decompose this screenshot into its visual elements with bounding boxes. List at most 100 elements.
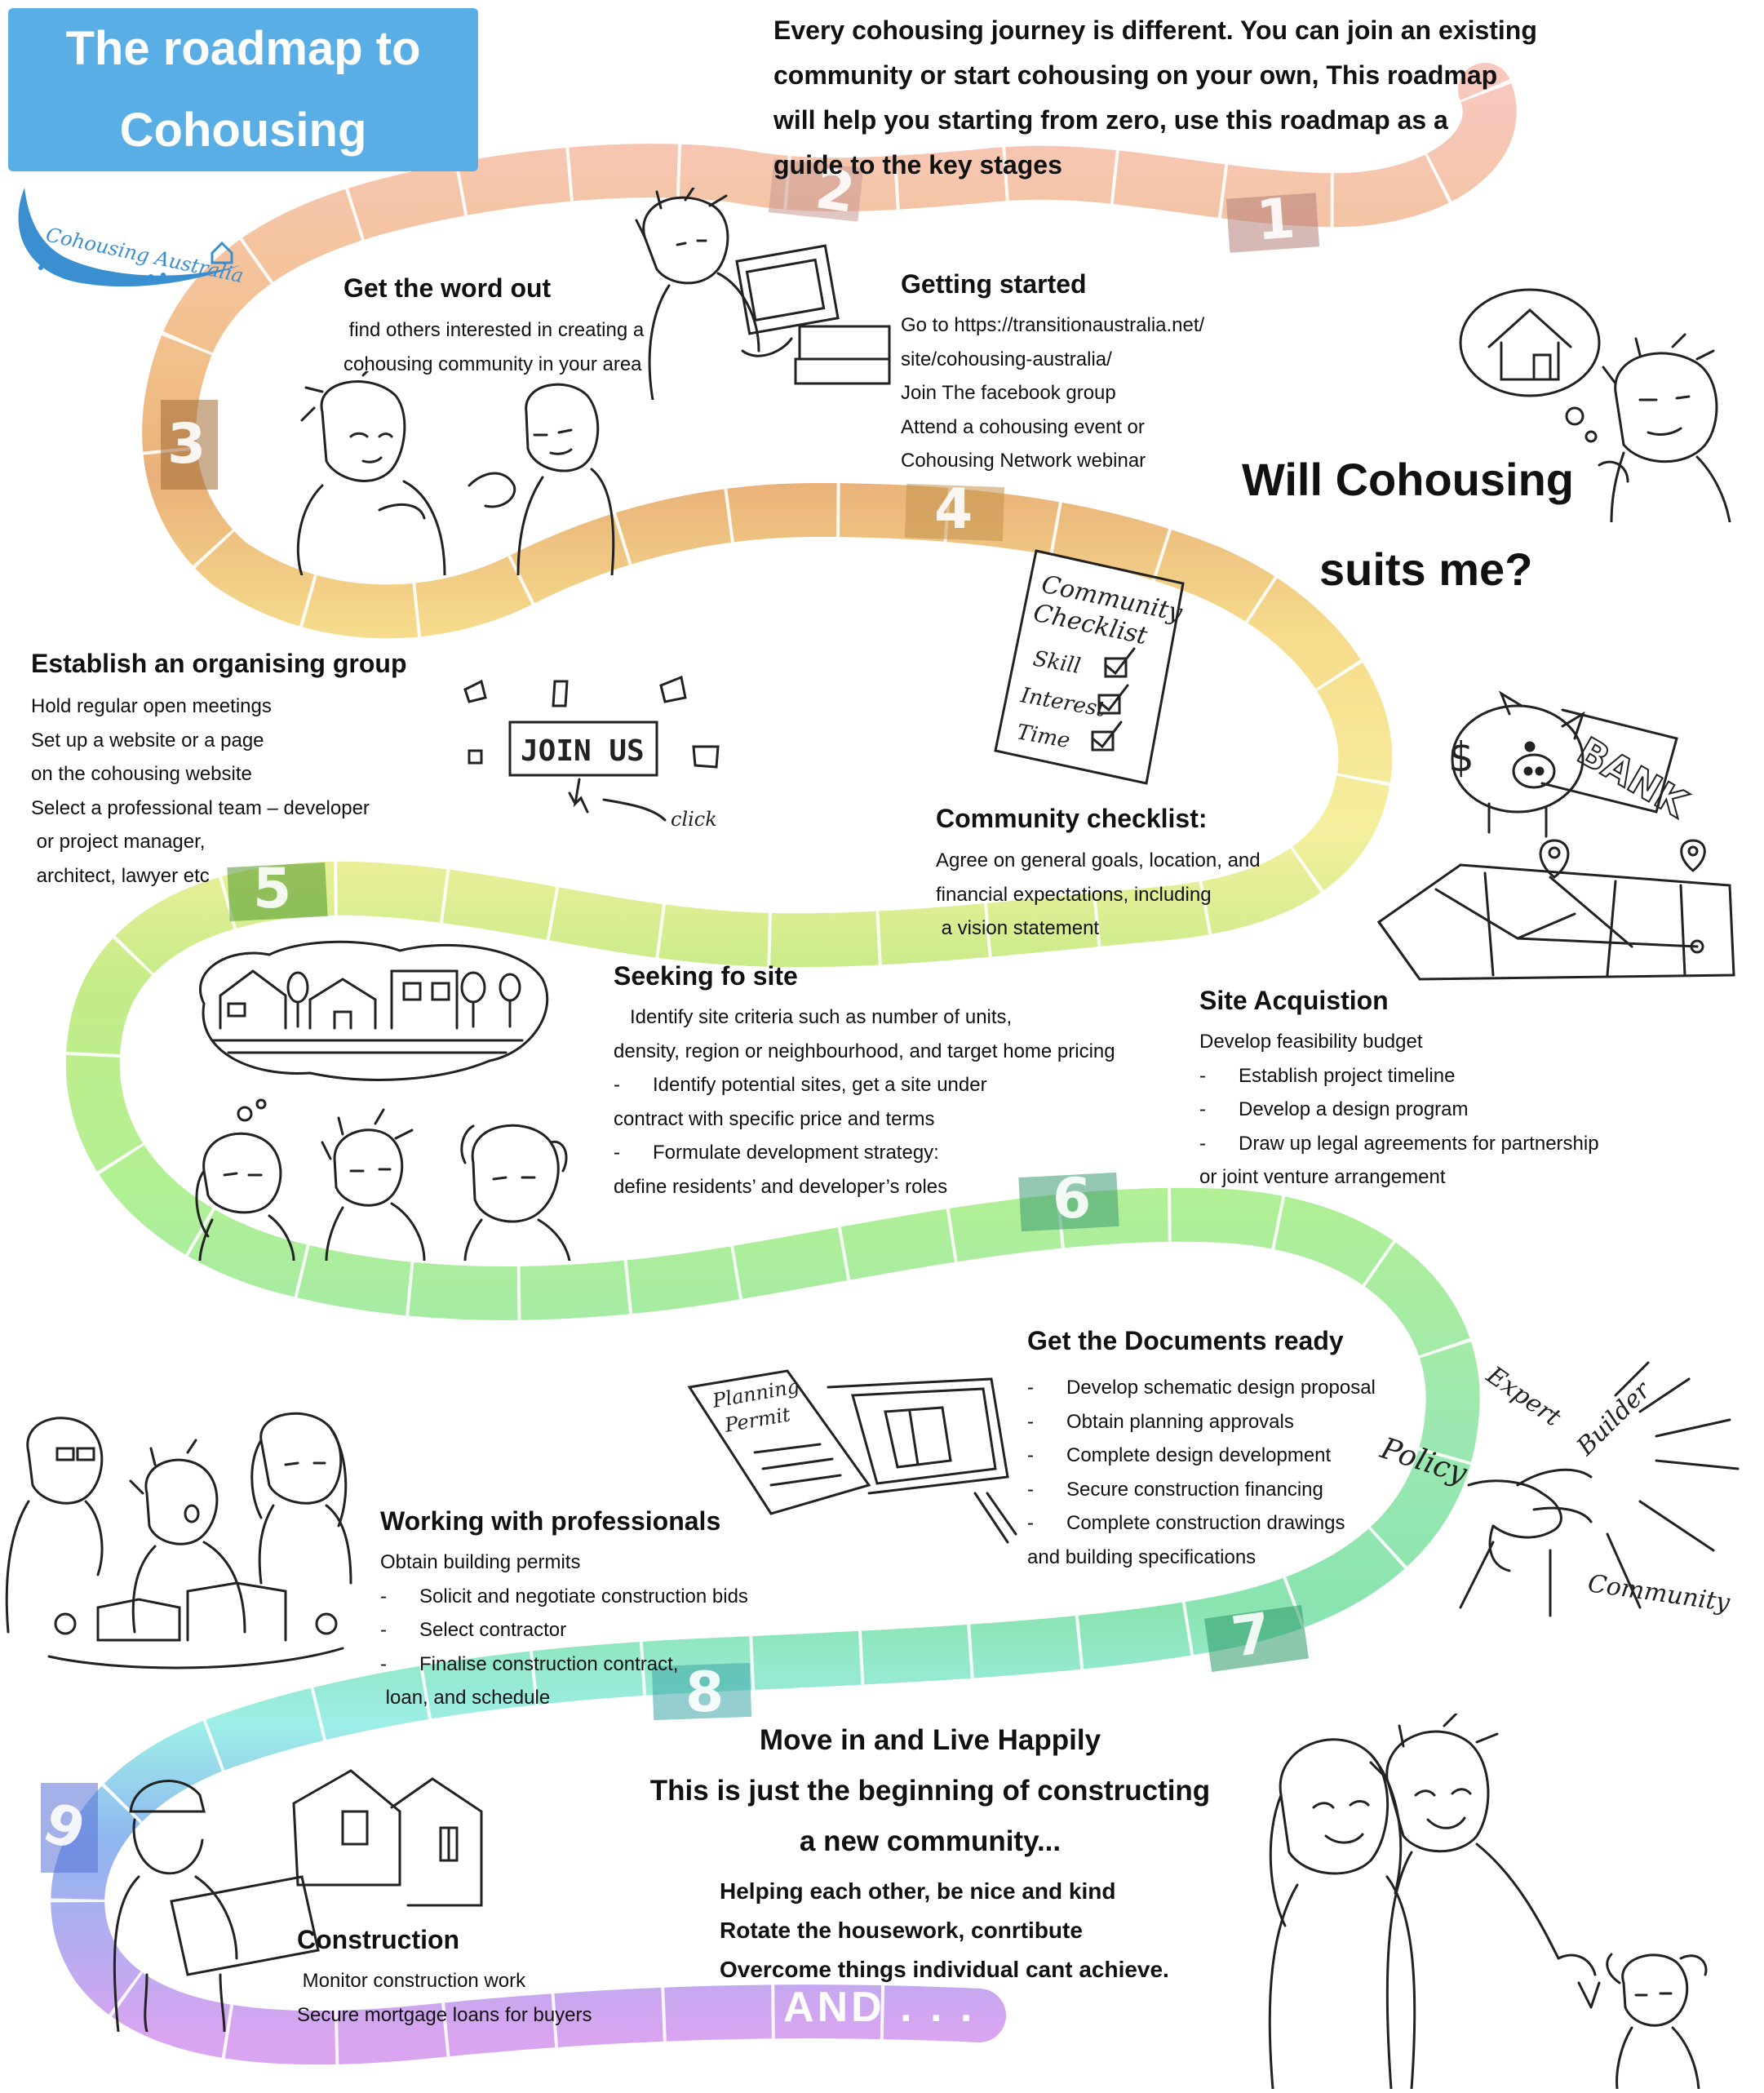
word-out-heading: Get the word out (343, 273, 552, 303)
planning-permit-sketch: Planning Permit (681, 1363, 1024, 1550)
houses-thought-sketch (180, 938, 555, 1089)
documents-line: - Complete design development (1027, 1444, 1332, 1466)
professionals-heading: Working with professionals (380, 1506, 721, 1536)
final-heading-line: Move in and Live Happily (759, 1724, 1101, 1756)
acquisition-line: - Establish project timeline (1199, 1064, 1456, 1087)
professionals-line: loan, and schedule (380, 1687, 551, 1709)
checklist-heading: Community checklist: (936, 804, 1208, 833)
map-sketch (1371, 824, 1738, 987)
svg-text:Time: Time (1015, 720, 1072, 753)
piggy-bank-sketch: $ BANK (1440, 681, 1701, 845)
road-end-text: AND . . . (783, 1984, 976, 2031)
acquisition-line: - Draw up legal agreements for partnersh… (1199, 1132, 1599, 1155)
construction-line: Monitor construction work (297, 1970, 526, 1992)
question-line-1: Will Cohousing (1242, 454, 1574, 505)
documents-line: - Obtain planning approvals (1027, 1410, 1294, 1433)
acquisition-line: - Develop a design program (1199, 1098, 1469, 1120)
road-tile-lines (51, 79, 1517, 2065)
svg-text:Policy: Policy (1376, 1431, 1471, 1491)
site-line: density, region or neighbourhood, and ta… (614, 1040, 1115, 1062)
word-out-line: cohousing community in your area (343, 353, 642, 375)
getting-started-heading: Getting started (901, 269, 1087, 299)
svg-text:Community: Community (1586, 1569, 1732, 1617)
intro-line-2: community or start cohousing on your own… (773, 60, 1498, 90)
getting-started-line: Cohousing Network webinar (901, 450, 1146, 472)
organising-line: Set up a website or a page (31, 729, 264, 752)
site-line: - Identify potential sites, get a site u… (614, 1074, 987, 1096)
site-line: contract with specific price and terms (614, 1107, 935, 1130)
getting-started-text: Go to https://transitionaustralia.net/ s… (901, 308, 1204, 478)
final-heading-line: a new community... (799, 1825, 1062, 1857)
thinking-man-sketch (1452, 277, 1738, 524)
final-heading: Move in and Live Happily This is just th… (628, 1715, 1232, 1867)
organising-line: Hold regular open meetings (31, 695, 272, 717)
organising-text: Hold regular open meetings Set up a webs… (31, 690, 370, 893)
organising-line: or project manager, (31, 831, 206, 853)
getting-started-line: site/cohousing-australia/ (901, 348, 1112, 370)
svg-text:JOIN US: JOIN US (521, 734, 645, 768)
getting-started-line: Go to https://transitionaustralia.net/ (901, 314, 1205, 336)
documents-line: - Secure construction financing (1027, 1478, 1323, 1501)
documents-line: - Complete construction drawings (1027, 1512, 1345, 1534)
organising-line: architect, lawyer etc (31, 864, 210, 887)
svg-text:Expert: Expert (1481, 1360, 1567, 1432)
title-line-2: Cohousing (119, 104, 367, 157)
checklist-line: Agree on general goals, location, and (936, 849, 1261, 871)
road-number-3: 3 (167, 412, 206, 477)
title-line-1: The roadmap to (65, 22, 421, 75)
three-people-sketch (180, 1097, 604, 1262)
road-number-5: 5 (253, 857, 292, 921)
site-line: Identify site criteria such as number of… (614, 1006, 1013, 1028)
site-text: Identify site criteria such as number of… (614, 1000, 1115, 1204)
site-line: define residents’ and developer’s roles (614, 1175, 948, 1198)
happy-family-sketch (1248, 1712, 1754, 2091)
getting-started-line: Join The facebook group (901, 382, 1116, 404)
getting-started-line: Attend a cohousing event or (901, 415, 1145, 438)
final-line: Rotate the housework, conrtibute (720, 1918, 1083, 1943)
documents-line: - Develop schematic design proposal (1027, 1377, 1376, 1399)
svg-text:Interest: Interest (1018, 683, 1108, 722)
documents-line: and building specifications (1027, 1545, 1257, 1568)
join-us-sign-sketch: JOIN US click (457, 669, 734, 832)
construction-text: Monitor construction work Secure mortgag… (297, 1964, 592, 2032)
svg-text:$: $ (1448, 734, 1474, 781)
intro-line-4: guide to the key stages (773, 150, 1062, 180)
final-line: Overcome things individual cant achieve. (720, 1957, 1169, 1982)
organising-line: on the cohousing website (31, 763, 252, 785)
road-number-4: 4 (934, 477, 973, 542)
svg-text:Skill: Skill (1031, 646, 1083, 679)
professionals-line: Obtain building permits (380, 1551, 581, 1573)
construction-heading: Construction (297, 1925, 460, 1954)
intro-text: Every cohousing journey is different. Yo… (773, 8, 1537, 188)
professionals-group-sketch (0, 1403, 383, 1673)
svg-text:BANK: BANK (1571, 729, 1696, 827)
word-out-line: find others interested in creating a (343, 319, 645, 341)
organising-line: Select a professional team – developer (31, 796, 370, 819)
acquisition-heading: Site Acquistion (1199, 986, 1389, 1015)
final-text: Helping each other, be nice and kind Rot… (720, 1872, 1169, 1989)
cohousing-australia-logo: Cohousing Australia (8, 180, 246, 294)
question-line-2: suits me? (1319, 543, 1533, 595)
road-number-tiles (41, 158, 1320, 1873)
road-number-6: 6 (1053, 1167, 1092, 1231)
professionals-line: - Solicit and negotiate construction bid… (380, 1585, 748, 1607)
title-banner: The roadmap to Cohousing (8, 8, 478, 171)
checklist-line: a vision statement (936, 917, 1100, 939)
two-people-talking-sketch (290, 366, 616, 577)
word-out-text: find others interested in creating a coh… (343, 313, 644, 381)
acquisition-line: or joint venture arrangement (1199, 1166, 1446, 1188)
intro-line-1: Every cohousing journey is different. Yo… (773, 16, 1537, 45)
checklist-text: Agree on general goals, location, and fi… (936, 844, 1261, 946)
professionals-line: - Finalise construction contract, (380, 1652, 679, 1675)
road-number-1: 1 (1254, 186, 1298, 254)
professionals-text: Obtain building permits - Solicit and ne… (380, 1545, 748, 1715)
final-line: Helping each other, be nice and kind (720, 1878, 1116, 1904)
road-number-8: 8 (685, 1661, 725, 1725)
acquisition-text: Develop feasibility budget - Establish p… (1199, 1025, 1599, 1195)
site-heading: Seeking fo site (614, 961, 798, 991)
final-heading-line: This is just the beginning of constructi… (649, 1775, 1211, 1807)
person-laptop-sketch (620, 186, 898, 401)
documents-text: - Develop schematic design proposal - Ob… (1027, 1371, 1376, 1574)
intro-line-3: will help you starting from zero, use th… (773, 105, 1448, 135)
